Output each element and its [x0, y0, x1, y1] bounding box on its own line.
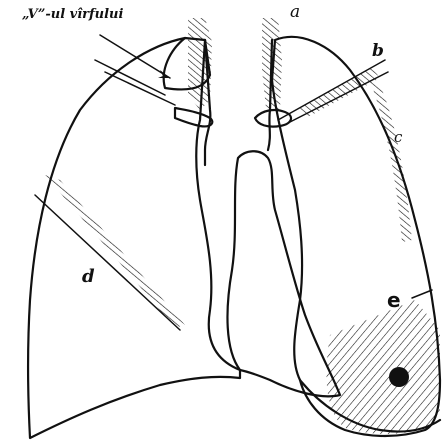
hatched-region-c: [370, 80, 412, 242]
right-clavicle-end: [255, 110, 291, 127]
hatched-region-b: [300, 68, 380, 118]
label-b: b: [372, 43, 384, 60]
left-clavicle-line-1: [95, 60, 165, 95]
label-e: e: [387, 290, 401, 310]
region-d-border: [35, 195, 180, 330]
lesion-dot: [389, 367, 409, 387]
label-apex-v: „V”-ul vîrfului: [22, 8, 123, 21]
apex-pointer-arrow: [100, 35, 170, 78]
hatched-region-e: [326, 300, 440, 434]
mediastinum-outline: [227, 151, 340, 396]
left-clavicle-end: [175, 108, 212, 126]
label-d: d: [82, 268, 95, 286]
hatched-region-d: [45, 175, 185, 328]
label-c: c: [394, 130, 402, 145]
right-clavicle-line-1: [278, 60, 385, 120]
region-e-pointer: [412, 290, 432, 298]
label-a: a: [290, 4, 300, 21]
